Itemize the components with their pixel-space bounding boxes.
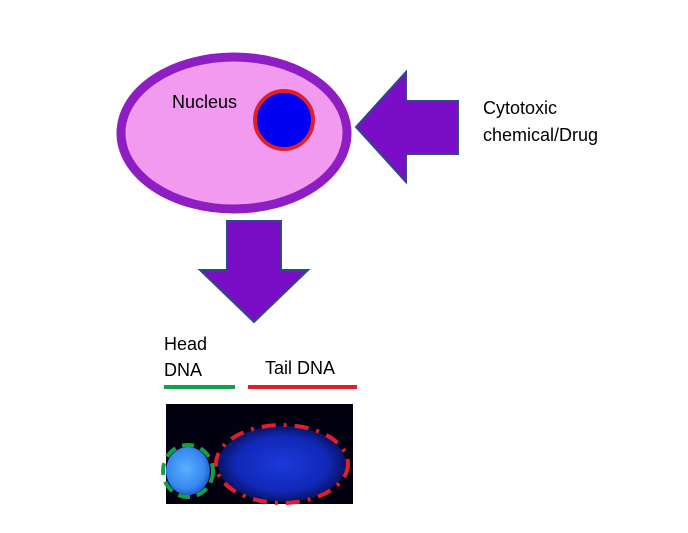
tail-dna-label: Tail DNA (265, 358, 336, 378)
drug-arrow (354, 69, 459, 185)
nucleus-label: Nucleus (172, 92, 238, 112)
head-dna-label-line2: DNA (164, 360, 203, 380)
comet-tail (218, 426, 346, 502)
cell (116, 52, 352, 214)
head-dna-label-line1: Head (164, 334, 208, 354)
drug-label-line2: chemical/Drug (483, 125, 599, 145)
drug-label-line1: Cytotoxic (483, 98, 558, 118)
tail-outline (214, 423, 350, 505)
head-outline (161, 443, 215, 499)
nucleus (253, 89, 315, 151)
down-arrow (197, 220, 311, 324)
comet-assay-image (161, 404, 353, 505)
comet-head (166, 447, 210, 495)
